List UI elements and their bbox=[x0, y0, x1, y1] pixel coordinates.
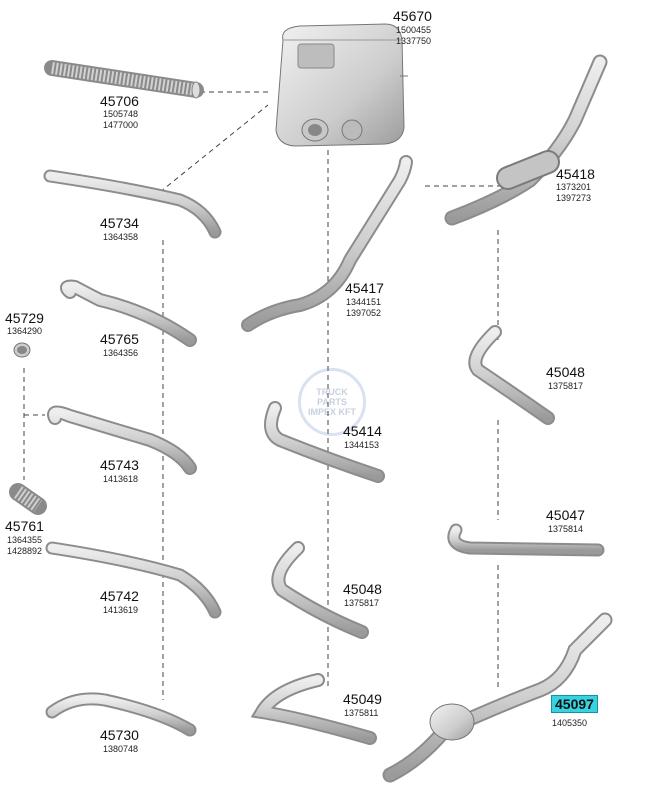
part-ref: 1337750 bbox=[396, 36, 432, 46]
part-ref: 1344151 bbox=[346, 297, 382, 307]
pipe-45048-middle bbox=[271, 541, 369, 639]
pipe-45743 bbox=[47, 405, 197, 475]
part-ref: 1364355 bbox=[7, 535, 43, 545]
part-ref: 1500455 bbox=[396, 25, 432, 35]
part-number-highlighted[interactable]: 45097 bbox=[551, 695, 598, 713]
part-number[interactable]: 45761 bbox=[5, 518, 44, 534]
part-ref: 1364358 bbox=[103, 232, 139, 242]
flex-pipe-45706 bbox=[44, 60, 204, 99]
part-ref: 1344153 bbox=[344, 440, 380, 450]
part-ref: 1405350 bbox=[552, 718, 588, 728]
part-number[interactable]: 45729 bbox=[5, 310, 44, 326]
part-ref: 1364290 bbox=[7, 326, 43, 336]
part-number[interactable]: 45730 bbox=[100, 727, 139, 743]
watermark-logo: TRUCK PARTS IMPEX KFT bbox=[298, 368, 366, 436]
part-ref: 1428892 bbox=[7, 546, 43, 556]
part-number[interactable]: 45742 bbox=[100, 588, 139, 604]
ring-45729 bbox=[13, 342, 31, 358]
pipe-45414 bbox=[264, 401, 385, 483]
part-ref: 1364356 bbox=[103, 348, 139, 358]
watermark-line1: TRUCK PARTS bbox=[316, 387, 348, 407]
pipe-45765 bbox=[59, 279, 197, 347]
flex-45761 bbox=[9, 483, 47, 515]
pipe-45097 bbox=[382, 612, 613, 783]
part-ref: 1505748 bbox=[103, 109, 139, 119]
pipe-45048-right bbox=[468, 325, 555, 425]
part-ref: 1397052 bbox=[346, 308, 382, 318]
part-number[interactable]: 45047 bbox=[546, 507, 585, 523]
pipe-45417 bbox=[241, 155, 413, 332]
part-ref: 1375811 bbox=[344, 708, 379, 718]
part-number[interactable]: 45670 bbox=[393, 8, 432, 24]
part-ref: 1375814 bbox=[548, 524, 584, 534]
pipe-45047 bbox=[447, 523, 605, 557]
part-ref: 1380748 bbox=[103, 744, 139, 754]
pipe-45730 bbox=[45, 692, 197, 737]
watermark-line2: IMPEX KFT bbox=[307, 407, 356, 417]
part-ref: 1375817 bbox=[548, 381, 584, 391]
part-ref: 1413619 bbox=[103, 605, 139, 615]
part-number[interactable]: 45765 bbox=[100, 331, 139, 347]
silencer-45670 bbox=[275, 23, 408, 147]
part-ref: 1375817 bbox=[344, 598, 380, 608]
part-number[interactable]: 45734 bbox=[100, 215, 139, 231]
part-ref: 1477000 bbox=[103, 120, 139, 130]
part-number[interactable]: 45414 bbox=[343, 423, 382, 439]
part-number[interactable]: 45706 bbox=[100, 93, 139, 109]
part-ref: 1413618 bbox=[103, 474, 139, 484]
part-number[interactable]: 45049 bbox=[343, 691, 382, 707]
pipe-45049 bbox=[250, 673, 377, 745]
part-number[interactable]: 45048 bbox=[546, 364, 585, 380]
part-number[interactable]: 45048 bbox=[343, 581, 382, 597]
pipe-45734 bbox=[43, 169, 222, 239]
pipe-45418 bbox=[444, 54, 608, 226]
part-ref: 1397273 bbox=[556, 193, 592, 203]
pipe-45742 bbox=[45, 541, 222, 619]
part-ref: 1373201 bbox=[556, 182, 592, 192]
part-number[interactable]: 45418 bbox=[556, 166, 595, 182]
part-number[interactable]: 45743 bbox=[100, 457, 139, 473]
part-number[interactable]: 45417 bbox=[345, 280, 384, 296]
